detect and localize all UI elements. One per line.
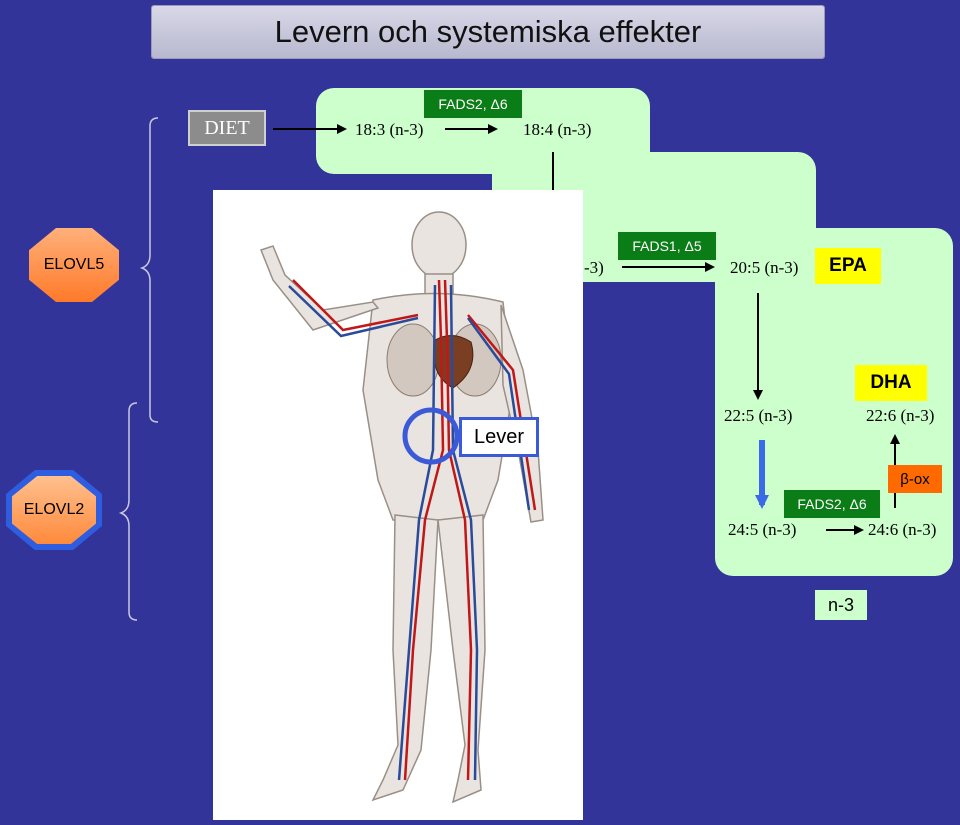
fa-22-5-label: 22:5 (n-3) [724, 406, 793, 425]
fads2-bottom-label: FADS2, Δ6 [784, 490, 880, 518]
elovl5-label: ELOVL5 [43, 256, 105, 273]
fads1-label: FADS1, Δ5 [618, 232, 716, 260]
fads2-top-label: FADS2, Δ6 [424, 90, 522, 118]
liver-label: Lever [459, 417, 539, 457]
page-title: Levern och systemiska effekter [152, 6, 824, 58]
body-illustration [213, 190, 583, 820]
pathway-panel-right [715, 228, 953, 576]
fa-24-5-label: 24:5 (n-3) [728, 520, 797, 539]
elovl2-bracket [118, 402, 138, 621]
series-label: n-3 [815, 590, 867, 620]
fa-20-4-partial-label: -3) [584, 258, 604, 277]
diet-box: DIET [188, 110, 266, 146]
elovl5-bracket [139, 117, 159, 423]
human-circulatory-figure [260, 211, 544, 804]
fa-18-4-label: 18:4 (n-3) [523, 120, 592, 139]
fa-24-6-label: 24:6 (n-3) [868, 520, 937, 539]
fa-20-5-label: 20:5 (n-3) [730, 258, 799, 277]
epa-label: EPA [815, 248, 881, 284]
elovl5-octagon: ELOVL5 [29, 228, 119, 302]
fa-22-6-label: 22:6 (n-3) [866, 406, 935, 425]
dha-label: DHA [855, 365, 927, 401]
fa-18-3-label: 18:3 (n-3) [355, 120, 424, 139]
elovl2-octagon: ELOVL2 [12, 476, 96, 544]
elovl2-label: ELOVL2 [23, 501, 85, 518]
beta-ox-label: β-ox [888, 465, 942, 493]
